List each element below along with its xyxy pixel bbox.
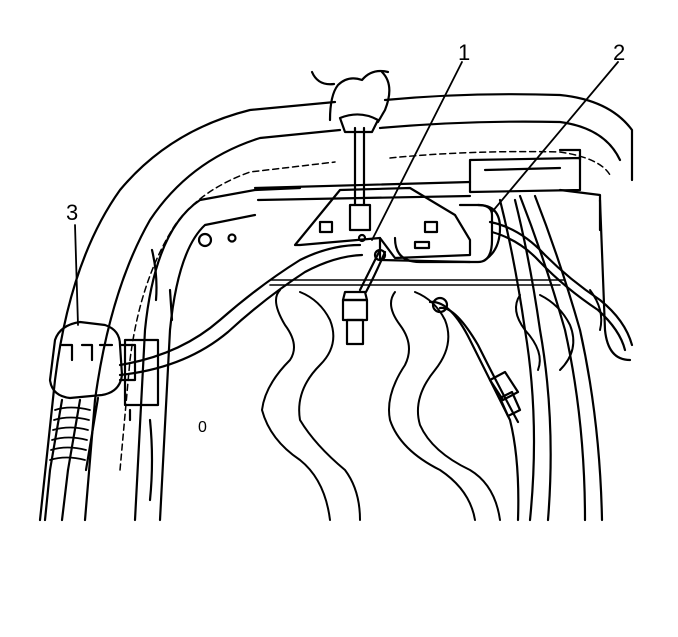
wiring-harness (118, 194, 634, 522)
seat-pan (133, 186, 632, 522)
leader-line-2 (491, 61, 619, 213)
callout-2: 2 (613, 40, 625, 65)
leader-line-3 (74, 224, 79, 326)
position-sensor-module (393, 203, 502, 264)
seat-springs (261, 279, 603, 521)
harness-main-connector (43, 320, 160, 522)
frame-mark-label: 0 (198, 419, 207, 436)
leader-line-1 (371, 61, 463, 241)
screwdriver-tool (310, 69, 391, 243)
harness-connector (341, 248, 387, 346)
callout-3: 3 (66, 200, 78, 225)
leader-lines (74, 61, 619, 326)
seat-frame-outline (38, 93, 634, 522)
callout-1: 1 (458, 40, 470, 65)
